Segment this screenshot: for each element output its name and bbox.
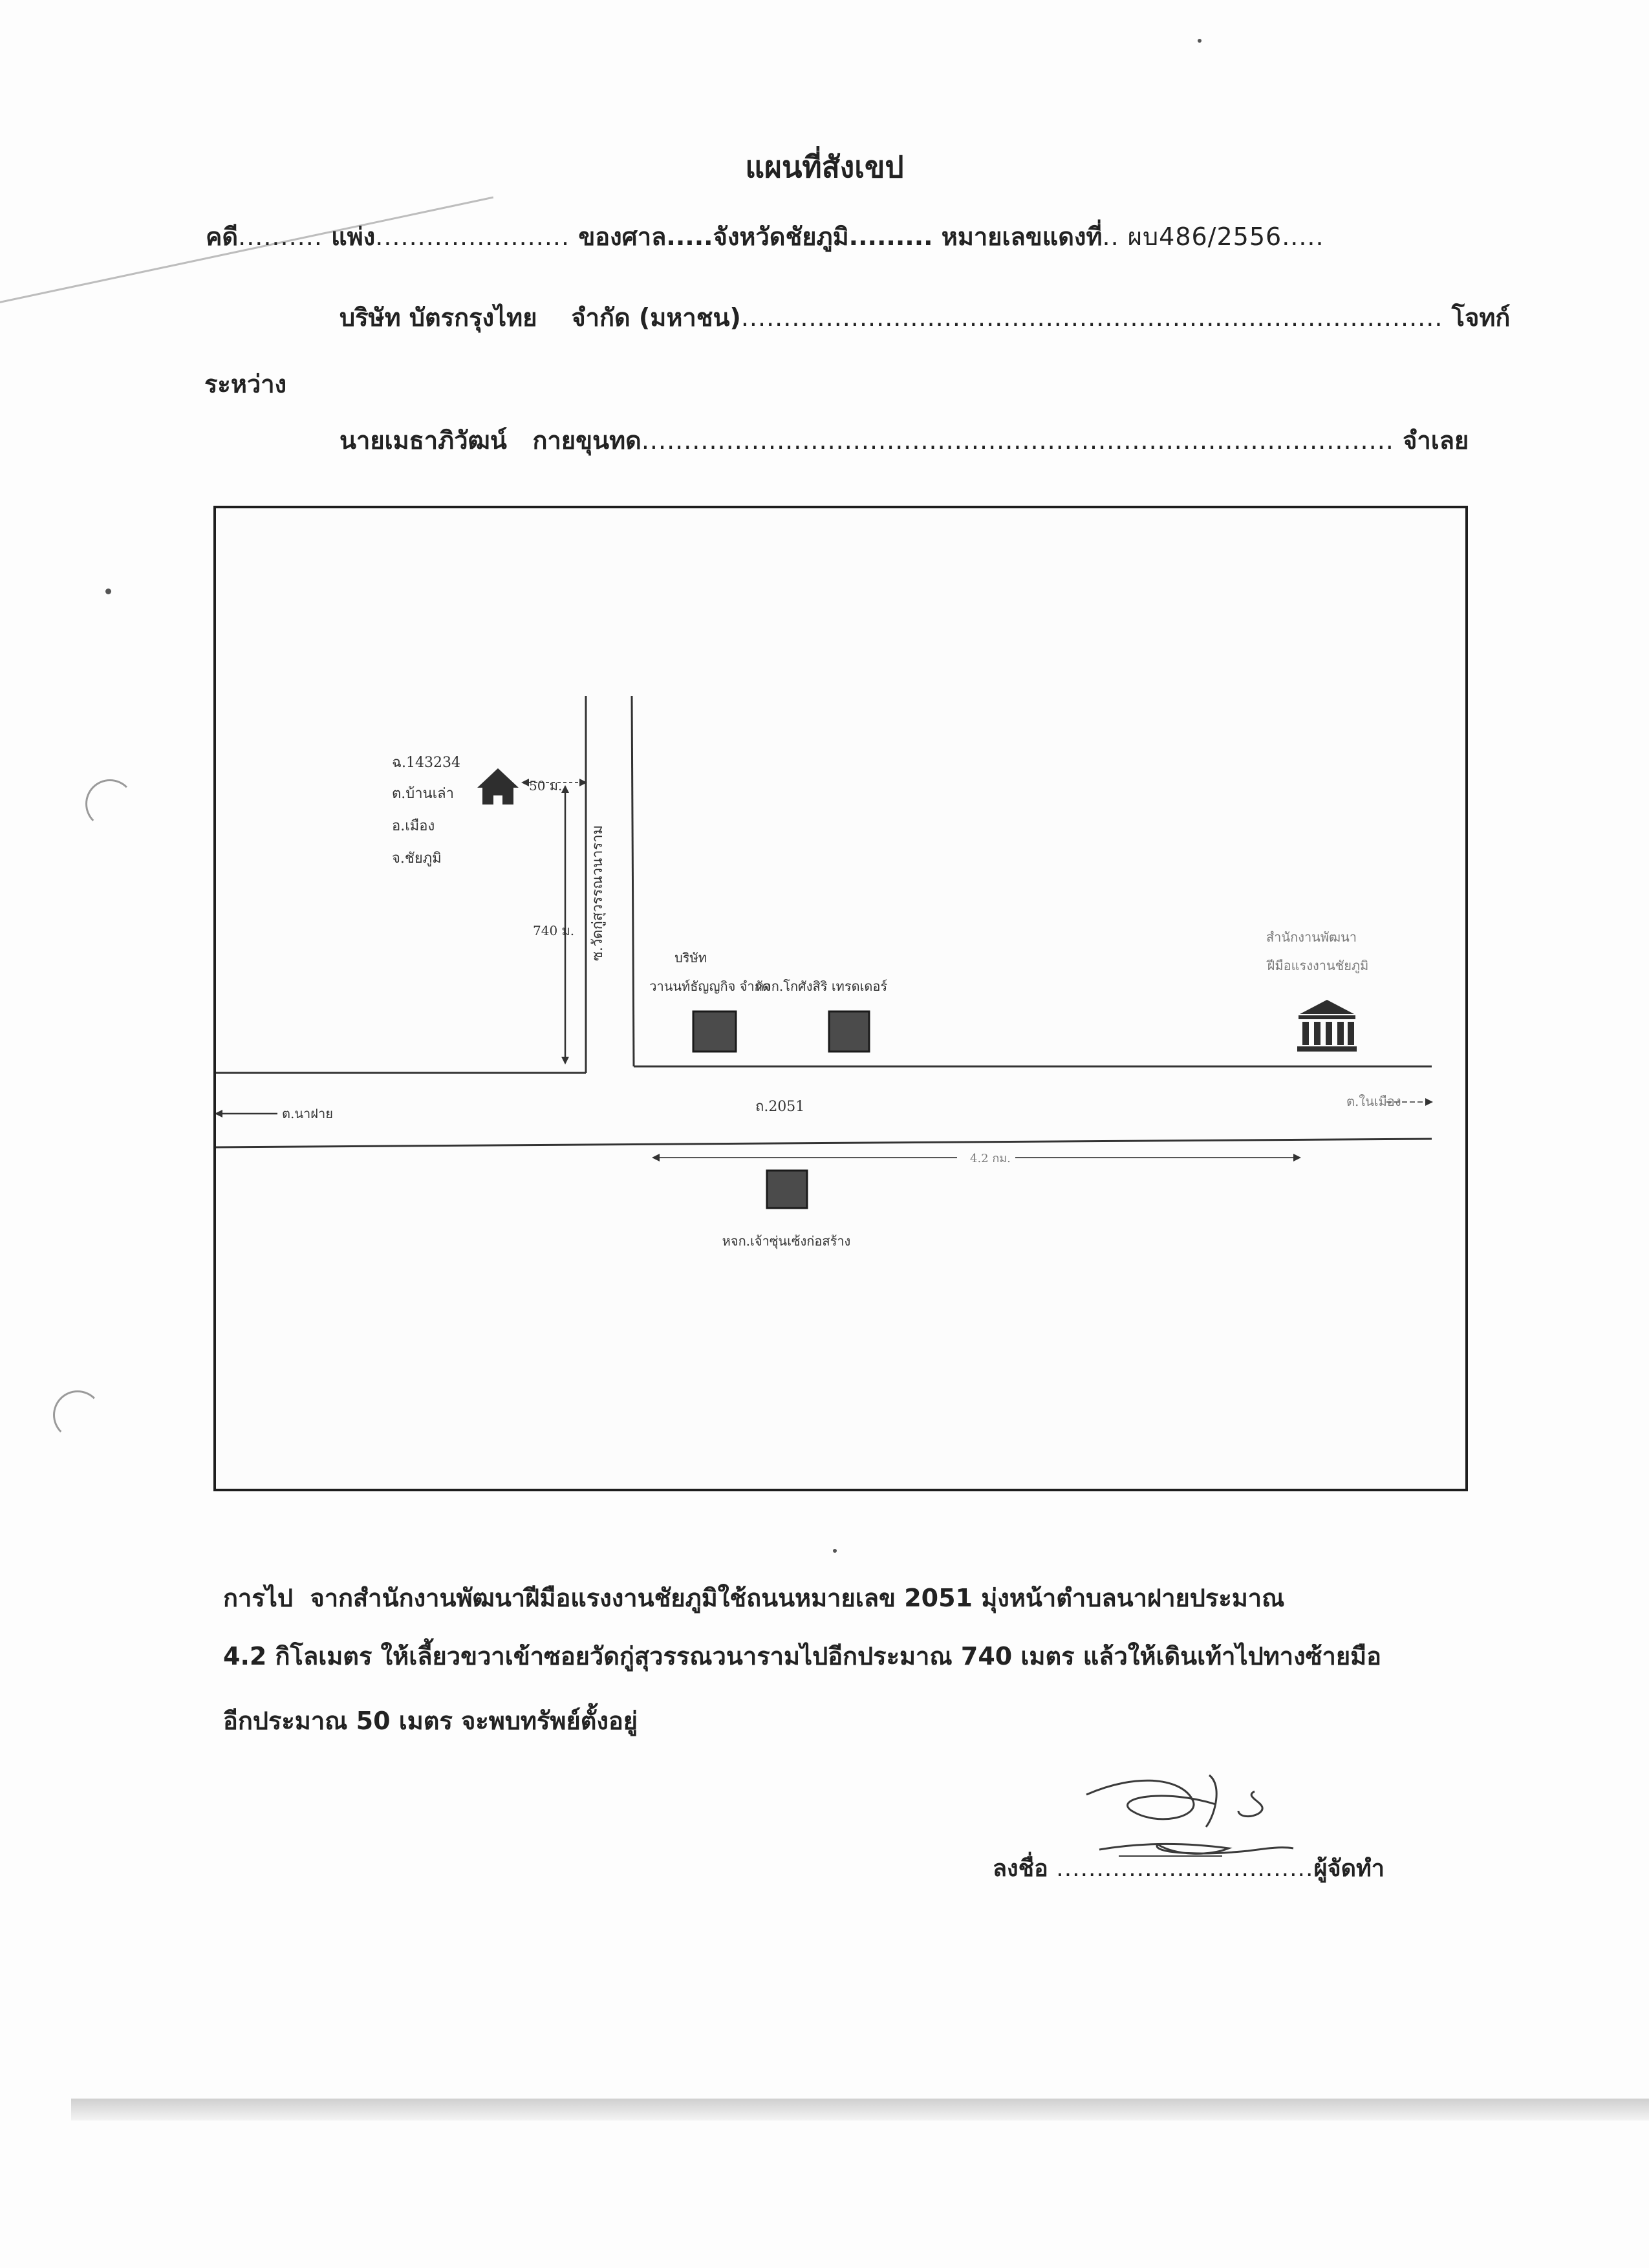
defendant-name: นายเมธาภิวัฒน์ กายขุนทด [339,426,641,455]
plaintiff-dots: ........................................… [740,303,1443,332]
court-label: ของศาล [578,222,667,251]
plaintiff-role: โจทก์ [1451,303,1511,332]
defendant-dots: ........................................… [641,426,1394,455]
signature-role: ผู้จัดทำ [1313,1855,1385,1882]
scan-speck [105,589,111,594]
office-label-line-1: สำนักงานพัฒนา [1266,929,1357,945]
defendant-role: จำเลย [1403,426,1469,455]
shop-2-building-icon [766,1169,808,1209]
soi-road-edge-right [630,695,635,1067]
distance-50m-label: 50 ม. [529,778,562,794]
distance-4-2km-label: 4.2 กม. [970,1152,1011,1165]
scan-speck [833,1549,837,1553]
address-line-1: ฉ.143234 [392,755,460,771]
plaintiff-line: บริษัท บัตรกรุงไทย จำกัด (มหาชน)........… [339,297,1510,337]
road-2051-label: ถ.2051 [755,1099,804,1115]
plaintiff-name: บริษัท บัตรกรุงไทย จำกัด (มหาชน) [339,303,741,332]
company-label-line-1: บริษัท [674,950,707,966]
direction-nai-mueang-label: ต.ในเมือง [1346,1094,1401,1109]
defendant-line: นายเมธาภิวัฒน์ กายขุนทด.................… [339,420,1469,460]
address-line-2: ต.บ้านเล่า [392,786,454,802]
case-dots: .......... [238,222,323,251]
case-label: คดี [206,222,239,251]
shop-2-label: หจก.เจ้าซุ่นเซ้งก่อสร้าง [722,1233,851,1249]
case-type-dots: ....................... [375,222,570,251]
directions-line-1: การไป จากสำนักงานพัฒนาฝีมือแรงงานชัยภูมิ… [223,1584,1285,1612]
sketch-map: ซ.วัดกู่สุวรรณวนาราม 50 ม. 740 ม. ฉ.1432… [216,695,1433,1249]
scan-speck [1198,39,1202,43]
between-label: ระหว่าง [204,370,287,398]
shop-1-building-icon [828,1010,870,1053]
office-label-line-2: ฝีมือแรงงานชัยภูมิ [1266,958,1368,974]
signature-line: ลงชื่อ ................................ผ… [993,1850,1385,1886]
red-number-value: .. ผบ486/2556..... [1102,222,1324,251]
map-frame: ซ.วัดกู่สุวรรณวนาราม 50 ม. 740 ม. ฉ.1432… [213,506,1468,1491]
directions-line-3: อีกประมาณ 50 เมตร จะพบทรัพย์ตั้งอยู่ [223,1707,638,1735]
address-line-3: อ.เมือง [392,818,435,834]
distance-740m-label: 740 ม. [533,923,574,938]
soi-name-label: ซ.วัดกู่สุวรรณวนาราม [590,825,606,961]
signature-label: ลงชื่อ [993,1855,1048,1882]
house-icon [477,768,519,805]
shop-1-label: หจก.โกศังสิริ เทรดเดอร์ [755,978,888,994]
punch-hole-top [85,779,135,828]
red-number-label: หมายเลขแดงที่ [941,222,1103,251]
signature-dots: ................................ [1056,1855,1314,1882]
scan-shadow [71,2099,1649,2121]
case-line: คดี.......... แพ่ง......................… [206,217,1324,256]
main-road-edge-bottom [216,1138,1432,1149]
government-office-icon [1297,1000,1357,1052]
company-building-icon [692,1010,737,1053]
directions-line-2: 4.2 กิโลเมตร ให้เลี้ยวขวาเข้าซอยวัดกู่สุ… [223,1642,1381,1670]
handwritten-signature [1086,1774,1294,1857]
court-value: .....จังหวัดชัยภูมิ......... [666,222,933,251]
address-line-4: จ.ชัยภูมิ [392,850,442,867]
company-label-line-2: วานนท์ธัญญกิจ จำกัด [649,978,771,994]
case-type-label: แพ่ง [331,222,376,251]
punch-hole-bottom [53,1390,102,1440]
document-title: แผนที่สังเขป [745,149,904,184]
direction-na-fai-label: ต.นาฝาย [282,1106,333,1121]
